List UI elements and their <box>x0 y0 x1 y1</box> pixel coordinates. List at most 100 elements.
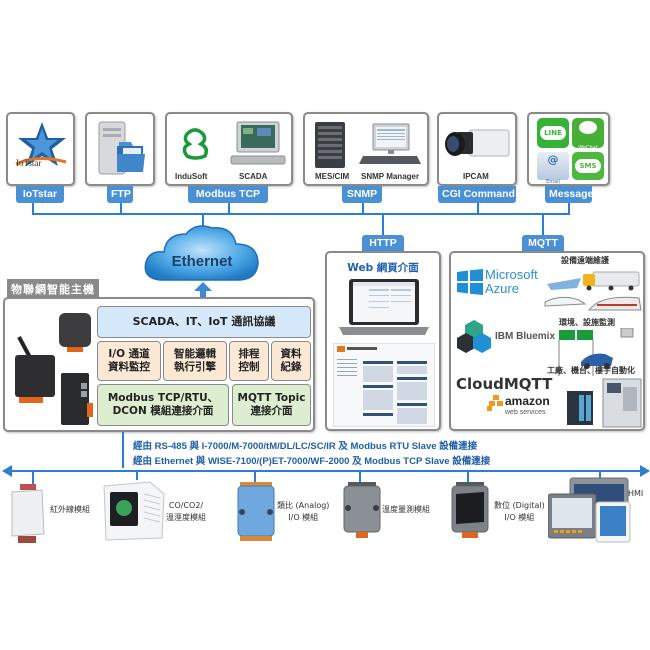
indusoft-logo-icon <box>182 128 209 160</box>
web-services-label: web services <box>505 409 546 416</box>
email-icon: @ Email <box>537 152 569 185</box>
host-device-images-icon <box>15 313 93 425</box>
interface-modbus-dcon: Modbus TCP/RTU、DCON 模組連接介面 <box>97 384 229 426</box>
hmi-panels-icon <box>548 477 631 543</box>
protocol-bar: SCADA、IT、IoT 通訊協議 <box>97 306 311 338</box>
message-tag: Message <box>545 186 593 203</box>
function-data-log: 資料紀錄 <box>271 341 311 381</box>
cloudmqtt-label: CloudMQTT <box>456 375 553 393</box>
ibm-bluemix-logo-icon <box>457 320 491 353</box>
ftp-tag: FTP <box>107 186 133 203</box>
connector-cgi <box>477 203 479 214</box>
iotstar-tag: IoTstar <box>16 186 64 203</box>
device-analog-label: 類比 (Analog)I/O 模組 <box>277 501 330 522</box>
ipcam-camera-icon <box>445 129 510 157</box>
drop-analog <box>254 470 256 482</box>
svg-text:IoTstar: IoTstar <box>16 158 41 168</box>
ir-module-icon <box>11 484 45 543</box>
connector-iotstar <box>32 203 34 214</box>
modbus-tcp-tag: Modbus TCP <box>188 186 268 203</box>
connector-message-h <box>460 213 570 215</box>
top-connector-bus <box>32 213 460 215</box>
connector-mqtt <box>542 213 544 235</box>
ftp-server-icon <box>98 121 145 175</box>
sms-app-icon: SMS <box>572 152 604 180</box>
scada-caption: SCADA <box>239 172 268 181</box>
iotstar-logo-icon: IoTstar <box>15 122 67 168</box>
microsoft-label: Microsoft <box>485 267 538 282</box>
device-digital-label: 數位 (Digital)I/O 模組 <box>494 501 545 522</box>
drop-hmi <box>599 470 601 480</box>
ibm-bluemix-label: IBM Bluemix <box>495 331 556 342</box>
http-tag: HTTP <box>362 235 404 252</box>
connector-message <box>568 203 570 214</box>
connector-cloud <box>202 213 204 228</box>
cgi-command-tag: CGI Command <box>438 186 516 203</box>
windows-logo-icon <box>457 269 483 295</box>
device-ir-label: 紅外線模組 <box>50 505 90 514</box>
ftp-panel <box>85 112 155 186</box>
bus-arrow-right-icon <box>640 465 650 477</box>
connector-snmp <box>362 203 364 214</box>
snmp-tag: SNMP <box>342 186 382 203</box>
mes-server-icon <box>315 122 345 168</box>
snmp-panel: MES/CIM SNMP Manager <box>303 112 429 186</box>
drop-ir <box>32 470 34 484</box>
app-remote-maintenance-label: 設備遠端維護 <box>561 256 609 265</box>
function-logic-engine: 智能邏輯執行引擎 <box>163 341 227 381</box>
host-panel: SCADA、IT、IoT 通訊協議 I/O 通道資料監控 智能邏輯執行引擎 排程… <box>3 297 315 432</box>
device-temperature-label: 溫度量測模組 <box>382 505 430 514</box>
modbus-tcp-panel: InduSoft SCADA <box>165 112 293 186</box>
function-io-monitoring: I/O 通道資料監控 <box>97 341 161 381</box>
protocol-bar-label: SCADA、IT、IoT 通訊協議 <box>132 315 276 329</box>
line-app-icon: LINE <box>537 118 569 148</box>
app-environment-monitoring-label: 環境、設施監測 <box>559 318 615 327</box>
amazon-label: amazon <box>505 394 550 408</box>
digital-io-module-icon <box>451 482 489 538</box>
web-page-screenshot-icon <box>333 343 435 427</box>
drop-digital <box>467 470 469 482</box>
scada-computer-icon <box>230 121 286 165</box>
road-sign-police-car-icon <box>558 328 634 376</box>
bus-description-rs485: 經由 RS-485 與 I-7000/M-7000/tM/DL/LC/SC/IR… <box>133 441 478 452</box>
message-panel: LINE WeChat @ Email SMS <box>527 112 610 186</box>
laptop-icon <box>339 279 429 335</box>
co2-sensor-icon <box>103 481 165 541</box>
cgi-command-panel: IPCAM <box>437 112 517 186</box>
snmp-manager-caption: SNMP Manager <box>361 172 420 181</box>
transport-vehicles-icon <box>544 271 642 311</box>
device-bus <box>8 470 642 472</box>
function-schedule: 排程控制 <box>229 341 269 381</box>
host-title: 物聯網智能主機 <box>7 279 99 299</box>
mqtt-panel: Microsoft Azure IBM Bluemix CloudMQTT am… <box>449 251 645 431</box>
azure-label: Azure <box>485 281 519 296</box>
drop-co2 <box>136 470 138 480</box>
device-co2-label: CO/CO2/溫溼度模組 <box>166 501 206 522</box>
ethernet-cloud-icon: Ethernet <box>144 225 259 281</box>
svg-text:Ethernet: Ethernet <box>172 253 233 270</box>
connector-modbus <box>228 203 230 214</box>
snmp-manager-computer-icon <box>359 123 421 164</box>
arrow-up-icon <box>194 282 212 304</box>
analog-io-module-icon <box>237 482 275 541</box>
connector-ftp <box>120 203 122 214</box>
app-factory-automation-label: 工廠、機台、樓宇自動化 <box>547 366 635 375</box>
temperature-module-icon <box>343 482 381 538</box>
drop-temp <box>359 470 361 482</box>
host-to-bus-connector <box>122 432 124 468</box>
iotstar-panel: IoTstar <box>6 112 75 186</box>
bus-description-ethernet: 經由 Ethernet 與 WISE-7100/(P)ET-7000/WF-20… <box>133 456 491 467</box>
mes-cim-caption: MES/CIM <box>315 172 350 181</box>
device-hmi-label: HMI <box>628 489 644 498</box>
mqtt-tag: MQTT <box>522 235 564 252</box>
ipcam-caption: IPCAM <box>463 172 489 181</box>
aws-cubes-icon <box>487 395 503 411</box>
bus-arrow-left-icon <box>2 465 12 477</box>
wechat-app-icon: WeChat <box>572 118 604 151</box>
http-panel: Web 網頁介面 <box>325 251 441 431</box>
plc-machine-icon <box>567 378 642 428</box>
connector-http <box>382 213 384 235</box>
indusoft-caption: InduSoft <box>175 172 208 181</box>
web-interface-title: Web 網頁介面 <box>347 262 419 274</box>
